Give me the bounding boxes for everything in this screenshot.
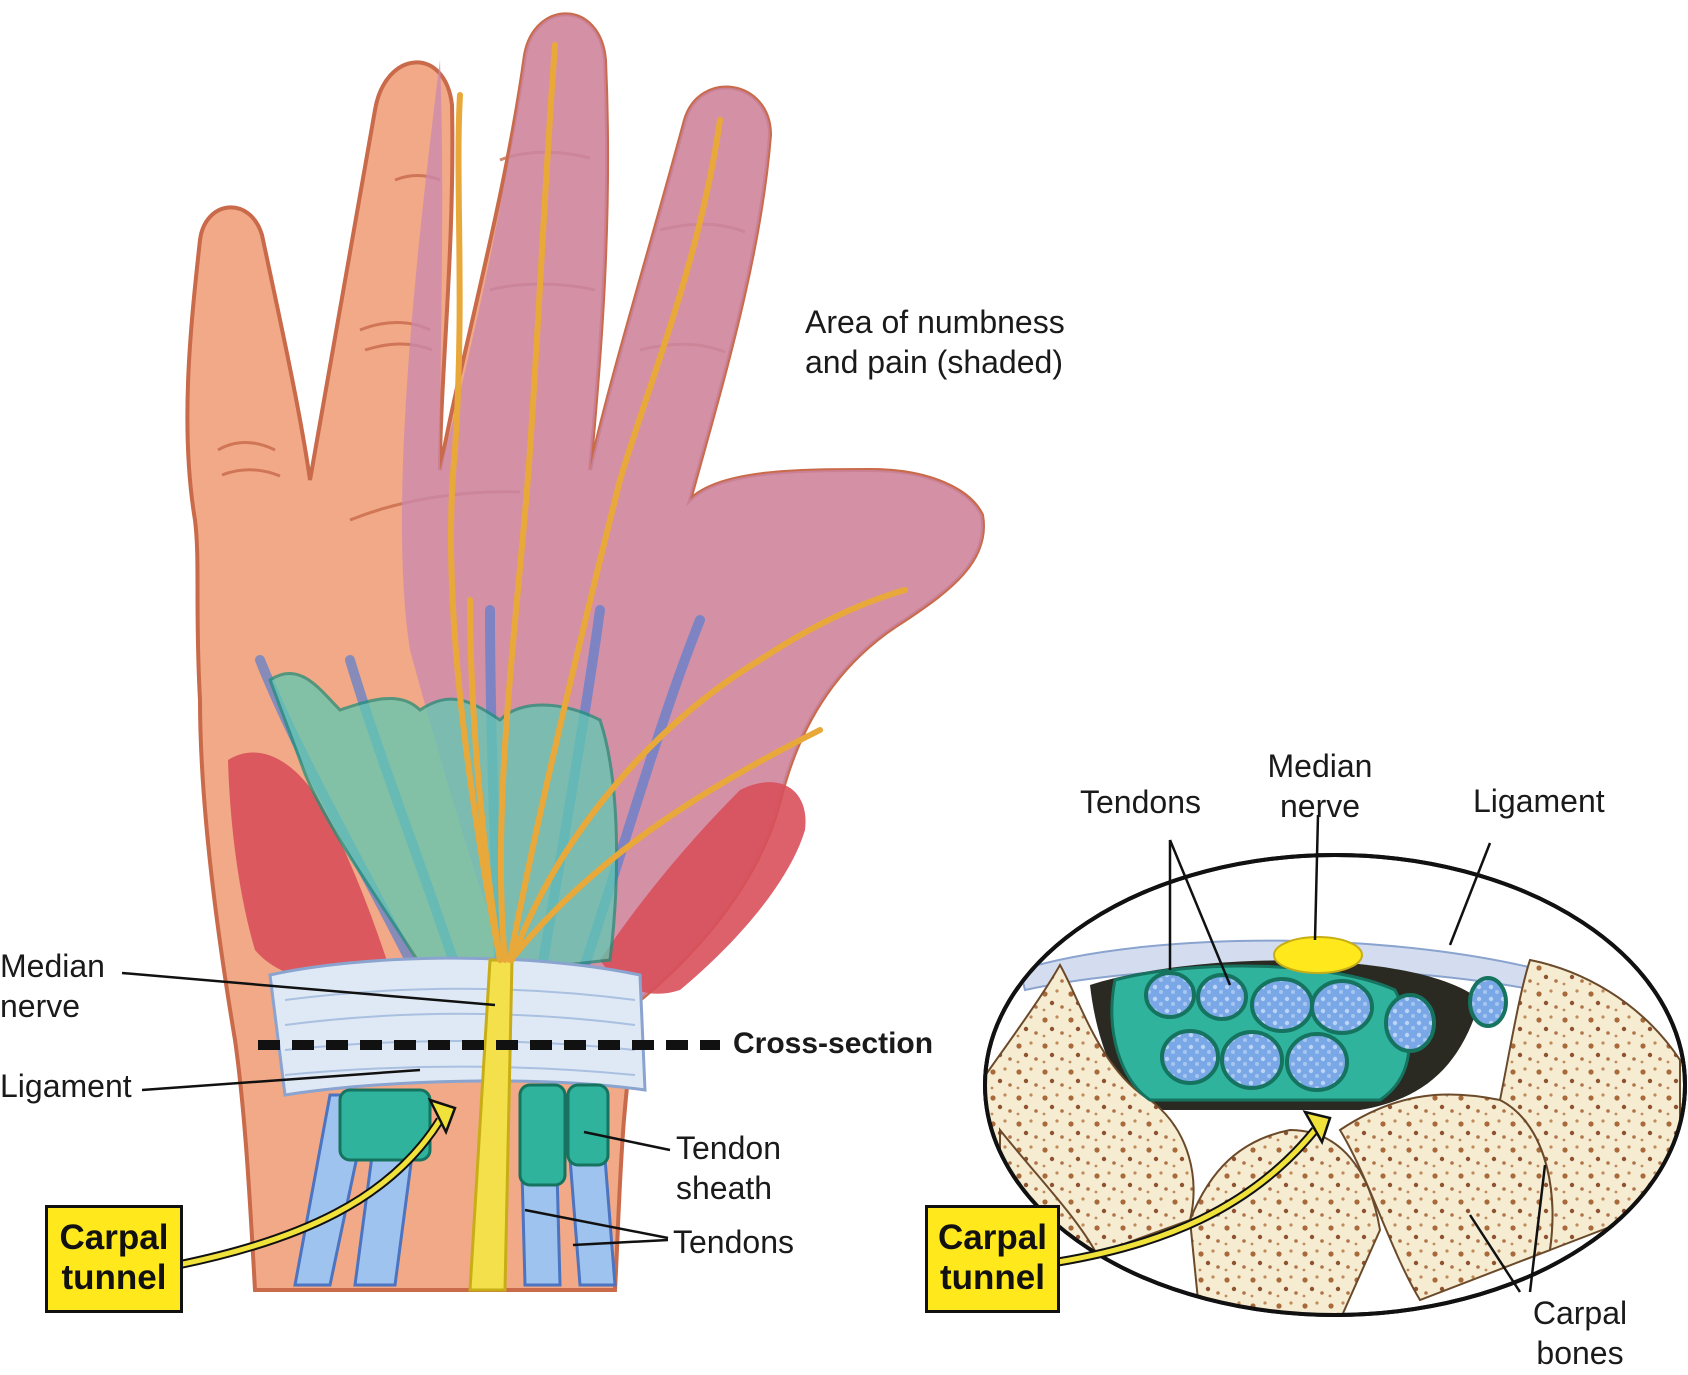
cross-section	[983, 853, 1687, 1317]
xs-carpal-tunnel-line2: tunnel	[940, 1258, 1045, 1297]
numbness-label-line1: Area of numbness	[805, 304, 1065, 340]
xs-carpal-bones-line2: bones	[1536, 1335, 1624, 1371]
hand-leader-lines	[121, 971, 671, 1247]
carpal-tunnel-box: Carpal tunnel	[45, 1205, 183, 1313]
carpal-bone	[1498, 958, 1681, 1252]
tendons-label: Tendons	[673, 1224, 794, 1260]
ligament-label: Ligament	[0, 1068, 132, 1104]
palm-tendon-sheath	[268, 672, 619, 982]
median-nerve-label: Median nerve	[0, 946, 105, 1026]
thenar-muscle	[228, 752, 390, 981]
tendon-sheath-label: Tendon sheath	[676, 1128, 781, 1208]
xs-carpal-bones-label: Carpal bones	[1525, 1293, 1635, 1373]
transverse-carpal-ligament	[268, 956, 647, 1097]
carpal-bone	[1188, 1128, 1382, 1315]
xs-leader-lines	[1168, 814, 1547, 1293]
xs-ligament-label: Ligament	[1473, 783, 1605, 819]
cross-section-label: Cross-section	[733, 1027, 934, 1060]
tendon-sheath-label-line1: Tendon	[676, 1130, 781, 1166]
numbness-label: Area of numbness and pain (shaded)	[805, 302, 1065, 382]
xs-tendons-label: Tendons	[1080, 784, 1201, 820]
xs-median-nerve-line2: nerve	[1279, 788, 1361, 824]
xs-carpal-bones-line1: Carpal	[1532, 1295, 1628, 1331]
xs-carpal-tunnel-box: Carpal tunnel	[925, 1205, 1060, 1313]
hand	[185, 12, 986, 1292]
numbness-label-line2: and pain (shaded)	[805, 344, 1063, 380]
carpal-tunnel-line1: Carpal	[59, 1218, 169, 1257]
nerve-branches	[448, 42, 908, 963]
xs-median-nerve-label: Median nerve	[1265, 746, 1375, 826]
carpal-tunnel-line2: tunnel	[61, 1258, 167, 1297]
tendon-sheath-label-line2: sheath	[676, 1170, 773, 1206]
xs-carpal-tunnel-line1: Carpal	[938, 1218, 1047, 1257]
median-nerve-label-line2: nerve	[0, 988, 81, 1024]
xs-median-nerve-line1: Median	[1267, 748, 1373, 784]
median-nerve-label-line1: Median	[0, 948, 105, 984]
xs-median-nerve	[1273, 936, 1363, 974]
hypothenar-muscle	[600, 782, 806, 994]
